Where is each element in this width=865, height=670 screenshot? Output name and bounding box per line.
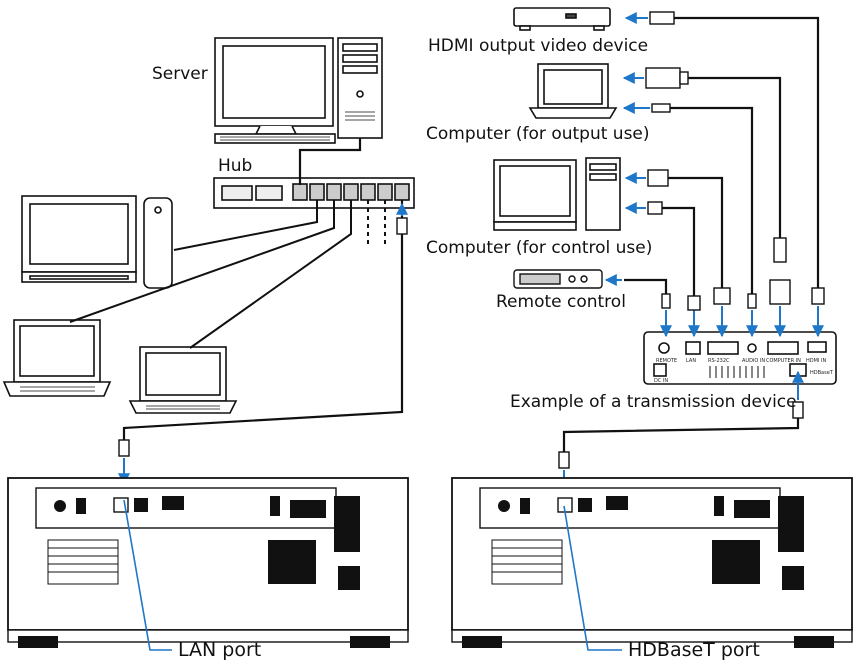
vga-plug-icon <box>645 67 689 89</box>
port-label-computer-in: COMPUTER IN <box>766 358 801 364</box>
hdbaset-port-label: HDBaseT port <box>628 639 760 661</box>
desktop-pc-control <box>493 157 621 231</box>
lan-control-cable <box>662 206 696 300</box>
server-label: Server <box>152 64 208 84</box>
hub-label: Hub <box>218 156 253 176</box>
transmission-device-label: Example of a transmission device <box>510 392 797 412</box>
hdmi-cable <box>674 16 820 292</box>
lan-port-label: LAN port <box>178 639 262 661</box>
port-label-hdmi-in: HDMI IN <box>806 358 826 364</box>
hdbaset-cable <box>562 410 800 456</box>
hub-device <box>213 177 415 209</box>
remote-control-device <box>513 269 603 289</box>
laptop-output <box>528 63 618 119</box>
computer-control-label: Computer (for control use) <box>426 238 653 258</box>
lan-control-plug-icon <box>647 201 663 215</box>
hdmi-plug-icon <box>649 11 675 25</box>
transmission-device <box>643 331 837 385</box>
transmitter-input-arrows <box>660 306 824 338</box>
server-monitor <box>214 37 336 144</box>
hub-pc-cables <box>69 200 352 349</box>
audio-cable <box>670 106 754 300</box>
server-hub-cable <box>298 138 362 185</box>
rs232c-cable <box>668 176 724 292</box>
computer-output-label: Computer (for output use) <box>426 124 650 144</box>
vga-cable <box>688 76 782 238</box>
transmitter-input-plugs <box>661 279 825 311</box>
projector-right <box>451 477 853 648</box>
vga-ferrite <box>773 237 787 263</box>
hdmi-video-device <box>513 7 611 31</box>
projector-left <box>7 477 409 648</box>
port-label-dc-in: DC IN <box>654 378 668 384</box>
port-label-lan: LAN <box>686 358 696 364</box>
desktop-pc-left <box>21 195 173 289</box>
transmission-port-labels: REMOTE LAN RS-232C AUDIO IN COMPUTER IN … <box>654 358 834 384</box>
hdmi-device-label: HDMI output video device <box>428 36 649 56</box>
hdbaset-port-callout <box>563 505 622 651</box>
port-label-rs232c: RS-232C <box>708 358 730 364</box>
port-label-hdbaset: HDBaseT <box>810 370 834 376</box>
laptop-center <box>128 346 238 414</box>
audio-plug-icon <box>651 103 671 113</box>
remote-cable <box>624 278 668 300</box>
server-tower <box>337 37 383 139</box>
port-label-remote: REMOTE <box>656 358 677 364</box>
hdbaset-plug-icon <box>558 401 804 469</box>
remote-control-label: Remote control <box>496 292 626 312</box>
rs232c-plug-icon <box>647 169 669 187</box>
lan-port-callout <box>123 499 172 651</box>
laptop-left <box>2 319 112 397</box>
transmission-vents <box>709 366 765 378</box>
port-label-audio-in: AUDIO IN <box>742 358 765 364</box>
lan-plug-icon <box>118 217 408 457</box>
